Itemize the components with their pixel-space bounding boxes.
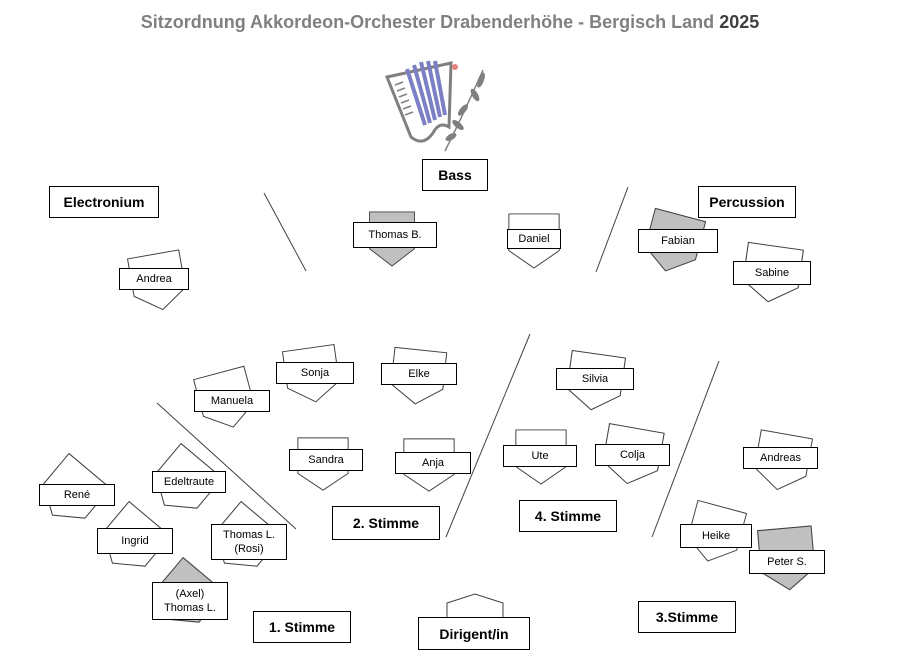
musician-axel-thomas-l-1: (Axel) Thomas L. — [152, 582, 228, 620]
musician-name: Peter S. — [767, 556, 807, 568]
musician-name: Sandra — [308, 454, 344, 466]
section-dirigent: Dirigent/in — [418, 617, 530, 650]
musician-name: Thomas B. — [368, 229, 422, 241]
musician-edeltraute: Edeltraute — [152, 471, 226, 493]
musician-name: Colja — [619, 449, 646, 461]
musician-name: Thomas L. — [223, 529, 275, 541]
musician-sandra: Sandra — [289, 449, 363, 471]
musician-name-line2: Thomas L. — [164, 602, 216, 614]
musician-thomas-l-rosi-1: Thomas L. (Rosi) — [211, 524, 287, 560]
divider-line — [156, 402, 297, 530]
musician-name-line2: (Rosi) — [234, 543, 264, 555]
divider-line — [263, 192, 307, 272]
title-text: Sitzordnung Akkordeon-Orchester Drabende… — [140, 12, 715, 32]
musician-name: René — [63, 489, 91, 501]
musician-name: Andreas — [760, 452, 801, 464]
musician-thomas-b: Thomas B. — [353, 222, 437, 248]
section-4-stimme: 4. Stimme — [519, 500, 617, 532]
musician-name: Ute — [531, 450, 549, 462]
musician-name: Heike — [701, 530, 731, 542]
musician-andreas: Andreas — [743, 447, 818, 469]
section-1-stimme: 1. Stimme — [253, 611, 351, 643]
section-electronium: Electronium — [49, 186, 159, 218]
musician-name: Daniel — [518, 233, 550, 245]
musician-name: Fabian — [661, 235, 695, 247]
section-2-stimme: 2. Stimme — [332, 506, 440, 540]
musician-name: Sonja — [300, 367, 330, 379]
musician-fabian: Fabian — [638, 229, 718, 253]
divider-line — [595, 186, 629, 273]
page-title: Sitzordnung Akkordeon-Orchester Drabende… — [0, 12, 900, 33]
title-year: 2025 — [719, 12, 760, 32]
musician-peter-s: Peter S. — [749, 550, 825, 574]
section-3-stimme: 3.Stimme — [638, 601, 736, 633]
accordion-logo-icon — [384, 60, 485, 152]
musician-andrea: Andrea — [119, 268, 189, 290]
musician-sabine: Sabine — [733, 261, 811, 285]
section-percussion: Percussion — [698, 186, 796, 218]
musician-name: Sabine — [754, 267, 790, 279]
musician-name: (Axel) — [175, 588, 205, 600]
musician-name: Manuela — [210, 395, 254, 407]
musician-heike: Heike — [680, 524, 752, 548]
musician-name: Anja — [421, 457, 445, 469]
musician-ingrid: Ingrid — [97, 528, 173, 554]
musician-name: Elke — [408, 368, 430, 380]
musician-name: Silvia — [581, 373, 609, 385]
musician-sonja: Sonja — [276, 362, 354, 384]
musician-daniel: Daniel — [507, 229, 561, 249]
musician-elke: Elke — [381, 363, 457, 385]
musician-rene: René — [39, 484, 115, 506]
section-bass: Bass — [422, 159, 488, 191]
musician-manuela: Manuela — [194, 390, 270, 412]
musician-ute: Ute — [503, 445, 577, 467]
musician-name: Ingrid — [121, 535, 149, 547]
divider-line — [445, 333, 531, 538]
musician-silvia: Silvia — [556, 368, 634, 390]
musician-name: Andrea — [136, 273, 172, 285]
divider-line — [651, 360, 720, 538]
musician-anja: Anja — [395, 452, 471, 474]
musician-name: Edeltraute — [163, 476, 215, 488]
musician-colja: Colja — [595, 444, 670, 466]
